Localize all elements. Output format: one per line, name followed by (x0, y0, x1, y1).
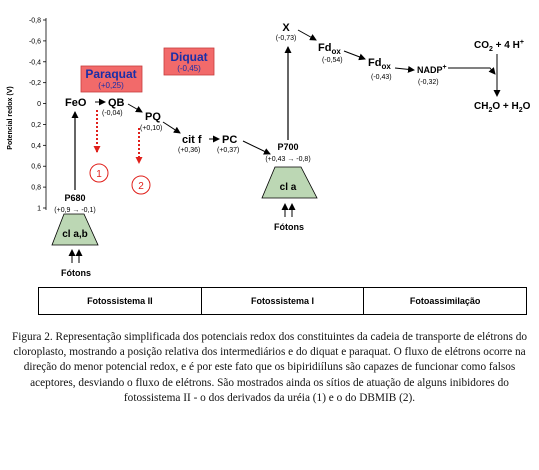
photosystem-table: Fotossistema II Fotossistema I Fotoassim… (38, 287, 527, 315)
ps2-photons-label: Fótons (61, 268, 91, 278)
figure-caption: Figura 2. Representação simplificada dos… (11, 331, 528, 404)
ps1-trapezoid (261, 166, 318, 199)
y-axis-tick-label: 0,4 (31, 143, 41, 150)
p700-label: P700 (277, 142, 298, 152)
paraquat-box: Paraquat (+0,25) (80, 65, 143, 93)
p700-value: (+0,43 → -0,8) (265, 156, 310, 163)
electron-transport-diagram: Potencial redox (V) -0,8 -0,6 -0,4 -0,2 0 0,2… (7, 18, 531, 279)
nadp-value: (-0,32) (418, 79, 439, 86)
pc-value: (+0,37) (217, 147, 239, 154)
inhibitor-1-label: 1 (96, 169, 102, 180)
feo-label: FeO (65, 97, 87, 109)
table-cell-photosystem-i: Fotossistema I (200, 288, 364, 314)
ps2-pigment-label: cl a,b (62, 229, 88, 240)
pc-to-p700-arrow (242, 140, 271, 155)
p680-label: P680 (64, 193, 85, 203)
qb-value: (-0,04) (102, 110, 123, 117)
fdox2-label: Fdox (368, 57, 391, 71)
p680-value: (+0,9 → -0,1) (54, 207, 95, 214)
y-axis-tick-label: -0,4 (29, 59, 41, 66)
y-axis-ticks: -0,8 -0,6 -0,4 -0,2 0 0,2 0,4 0,6 0,8 1 (29, 18, 46, 213)
x-value: (-0,73) (276, 35, 297, 42)
pq-label: PQ (145, 111, 161, 123)
fdox1-label: Fdox (318, 42, 341, 56)
fdox2-value: (-0,43) (371, 74, 392, 81)
table-cell-photoassimilation: Fotoassimilação (363, 288, 526, 314)
axis-label: Potencial redox (V) (7, 86, 14, 149)
y-axis-tick-label: 1 (37, 206, 41, 213)
y-axis-tick-label: -0,2 (29, 80, 41, 87)
citf-value: (+0,36) (178, 147, 200, 154)
inhibitor-1-circle (89, 163, 109, 183)
diquat-value: (-0,45) (177, 64, 201, 73)
diquat-box-frame (163, 47, 215, 76)
paraquat-value: (+0,25) (98, 81, 124, 90)
qb-label: QB (108, 97, 125, 109)
pq-value: (+0,10) (140, 125, 162, 132)
citf-label: cit f (182, 134, 202, 146)
nadp-to-assimilation-arrow (448, 67, 496, 75)
inhibitor-2-circle (131, 175, 151, 195)
ch2o-label: CH2O + H2O (474, 101, 531, 114)
y-axis-tick-label: 0,8 (31, 185, 41, 192)
table-cell-photosystem-ii: Fotossistema II (87, 296, 153, 306)
y-axis-tick-label: -0,8 (29, 18, 41, 25)
y-axis-tick-label: 0,2 (31, 122, 41, 129)
diquat-box: Diquat (-0,45) (163, 47, 215, 76)
pc-label: PC (222, 134, 237, 146)
ps2-pigment: cl a,b (51, 213, 99, 246)
x-label: X (282, 22, 290, 34)
fdox1-value: (-0,54) (322, 57, 343, 64)
ps1-pigment: cl a (261, 166, 318, 199)
nadp-label: NADP+ (417, 64, 447, 75)
ps2-trapezoid (51, 213, 99, 246)
pq-to-citf-arrow (162, 121, 181, 134)
y-axis-tick-label: 0,6 (31, 164, 41, 171)
ps2-photon-arrows (68, 249, 83, 263)
qb-to-pq-arrow (127, 103, 143, 113)
ps1-photon-arrows (281, 203, 296, 217)
y-axis-tick-label: 0 (37, 101, 41, 108)
ps1-pigment-label: cl a (280, 182, 297, 193)
ps1-photons-label: Fótons (274, 222, 304, 232)
fdox2-to-nadp-arrow (394, 65, 415, 73)
inhibitor-2-label: 2 (138, 181, 144, 192)
y-axis-tick-label: -0,6 (29, 38, 41, 45)
paraquat-label: Paraquat (85, 67, 136, 81)
diquat-label: Diquat (170, 50, 207, 64)
fdox1-to-fdox2-arrow (343, 50, 366, 61)
x-to-fdox1-arrow (297, 29, 317, 41)
paraquat-box-frame (80, 65, 143, 93)
co2-label: CO2 + 4 H+ (474, 39, 524, 53)
